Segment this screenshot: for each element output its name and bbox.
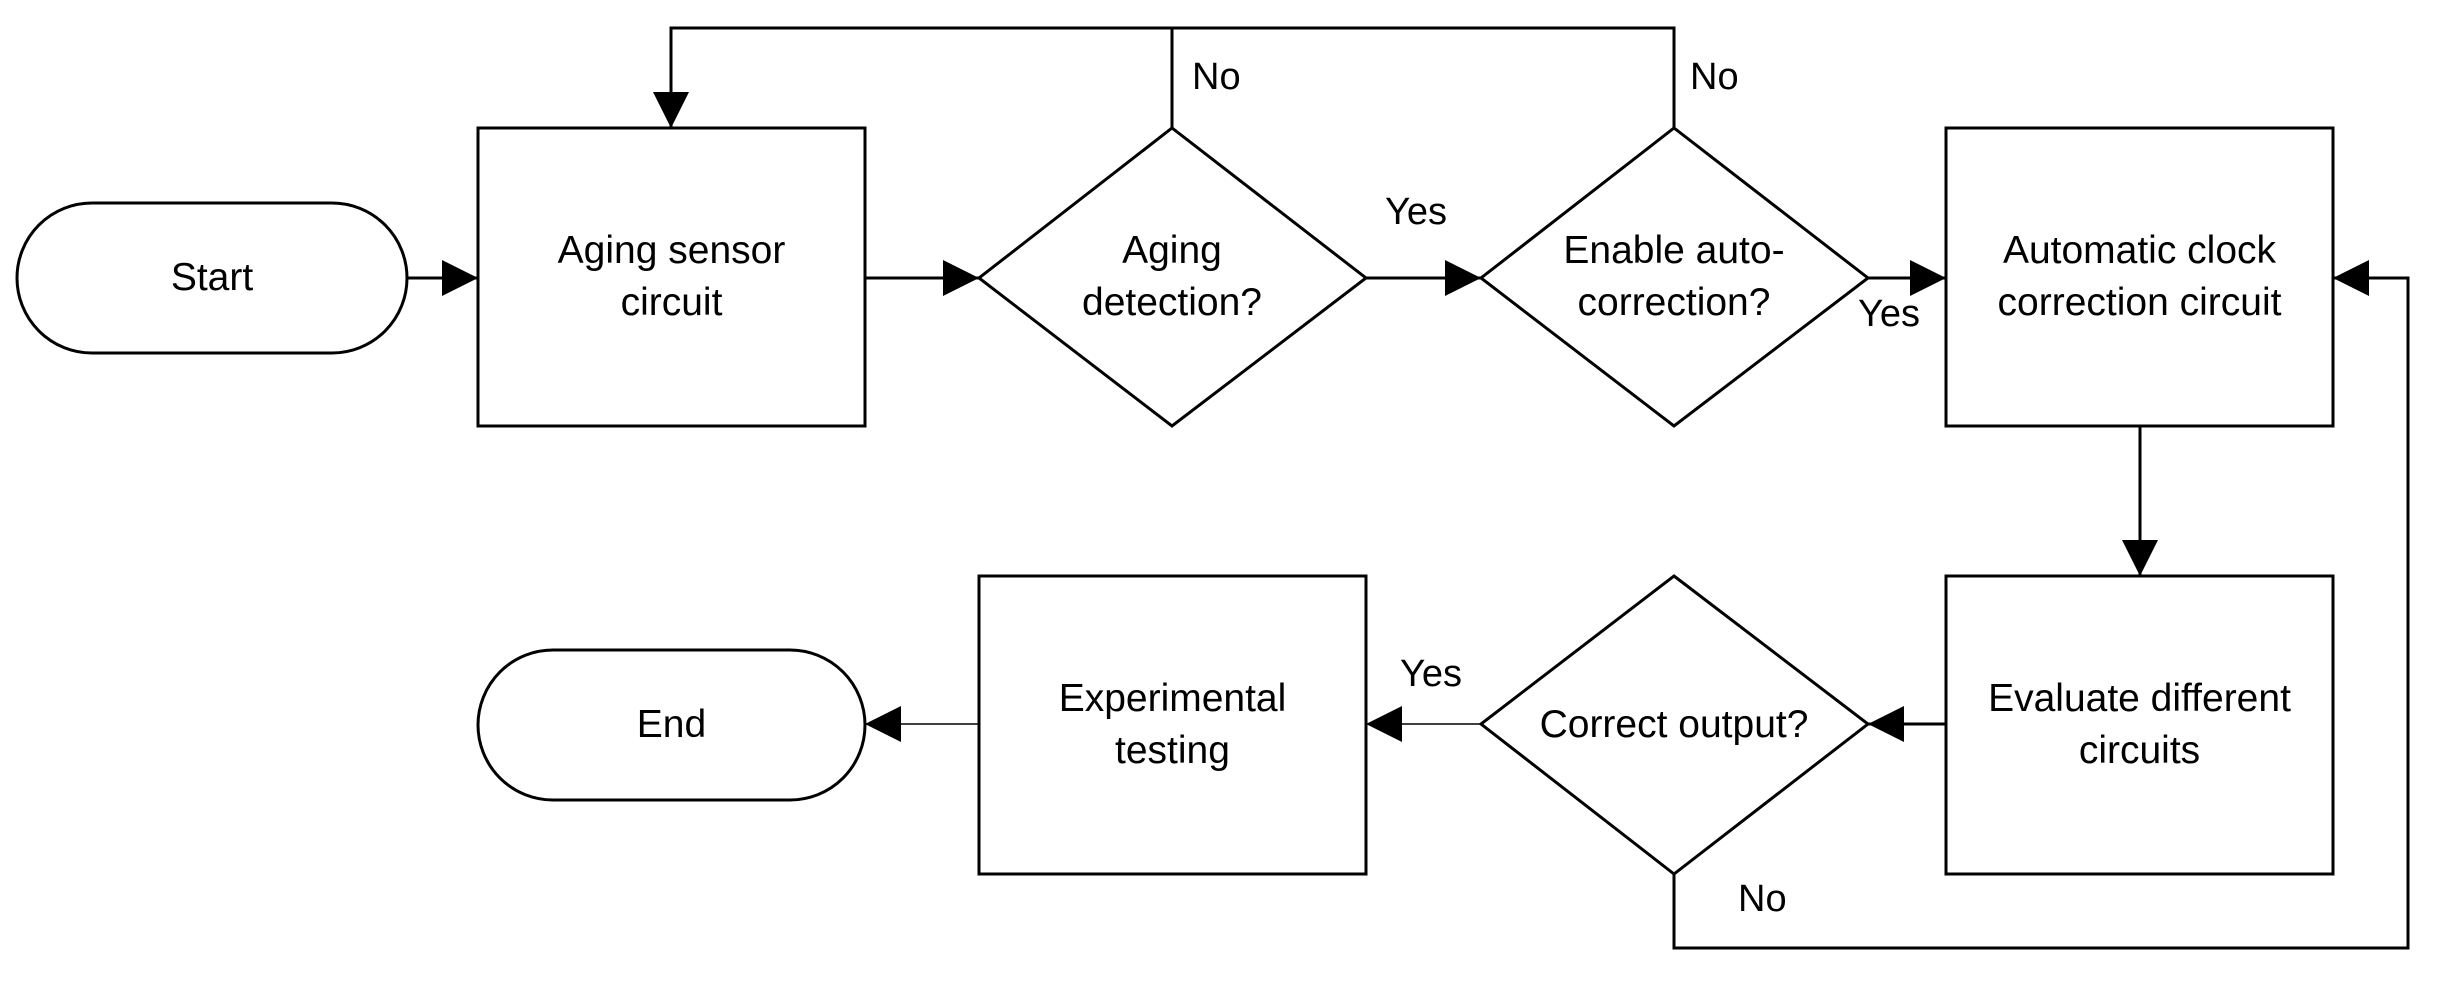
aging-detection-yes-label: Yes: [1385, 191, 1447, 233]
experimental-testing-label: Experimental testing: [1058, 677, 1287, 772]
auto-clock-correction-box[interactable]: [1944, 126, 2335, 428]
auto-correction-no-label: No: [1690, 56, 1739, 98]
experimental-testing-box[interactable]: [977, 574, 1368, 876]
enable-auto-correction-decision[interactable]: [1478, 126, 1871, 428]
edge-correct-output-no: [1672, 260, 2410, 950]
auto-clock-correction-label: Automatic clock correction circuit: [1997, 229, 2282, 324]
edge-detection-no: [653, 26, 1174, 128]
enable-auto-correction-label: Enable auto- correction?: [1563, 229, 1785, 324]
aging-detection-label: Aging detection?: [1082, 229, 1262, 324]
correct-output-label: Correct output?: [1539, 703, 1809, 746]
start-label: Start: [170, 256, 254, 299]
aging-detection-decision[interactable]: [976, 126, 1369, 428]
aging-detection-no-label: No: [1192, 56, 1241, 98]
auto-correction-yes-label: Yes: [1858, 293, 1920, 335]
evaluate-circuits-box[interactable]: [1944, 574, 2335, 876]
edge-auto-correction-no: [1172, 26, 1676, 128]
end-label: End: [636, 703, 707, 746]
evaluate-circuits-label: Evaluate different circuits: [1988, 677, 2291, 772]
correct-output-no-label: No: [1738, 878, 1787, 920]
aging-sensor-label: Aging sensor circuit: [557, 229, 786, 324]
correct-output-yes-label: Yes: [1400, 653, 1462, 695]
aging-sensor-box[interactable]: [476, 126, 867, 428]
